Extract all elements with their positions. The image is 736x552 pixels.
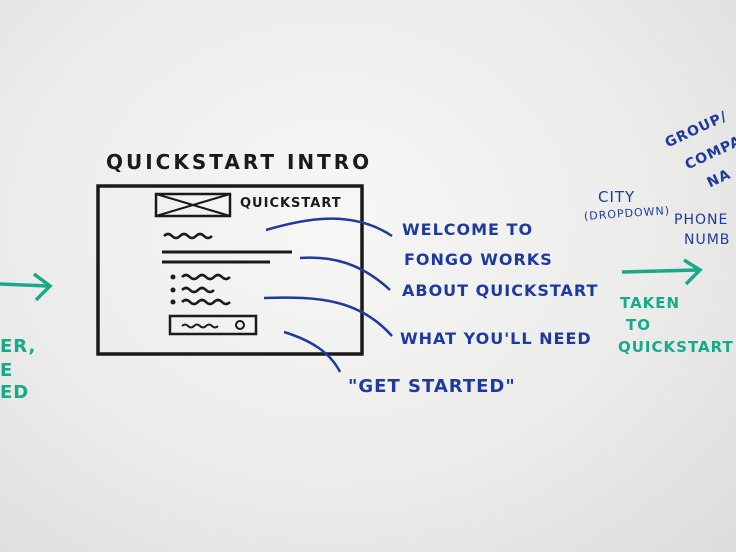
get-started-button-sketch: [168, 314, 258, 336]
annotation-about: ABOUT QUICKSTART: [402, 281, 599, 300]
wireframe-logo-label: QUICKSTART: [240, 196, 342, 211]
label-taken-line2: TO: [626, 316, 651, 334]
annotation-welcome-line2: FONGO WORKS: [404, 250, 553, 269]
welcome-squiggle: [163, 232, 213, 240]
label-city: CITY: [598, 188, 636, 206]
annotation-need: WHAT YOU'LL NEED: [400, 329, 592, 348]
bullet-list: [170, 273, 231, 306]
label-taken-line1: TAKEN: [620, 294, 681, 312]
annotation-get-started: "GET STARTED": [348, 376, 516, 397]
label-phone-line1: PHONE: [674, 212, 729, 228]
logo-placeholder: [154, 192, 232, 218]
left-fragment-line2: E: [0, 360, 14, 381]
wireframe-title: QUICKSTART INTRO: [106, 150, 373, 174]
connector-need: [263, 296, 393, 337]
left-fragment-line1: ER,: [0, 336, 37, 357]
left-fragment-line3: ED: [0, 382, 30, 403]
left-arrow: [0, 272, 53, 302]
annotation-welcome-line1: WELCOME TO: [402, 220, 534, 239]
label-taken-line3: QUICKSTART: [618, 338, 734, 356]
right-arrow: [621, 258, 703, 286]
connector-get-started: [283, 330, 342, 373]
connector-welcome: [265, 217, 393, 238]
label-phone-line2: NUMB: [684, 232, 731, 248]
connector-about: [299, 256, 391, 291]
